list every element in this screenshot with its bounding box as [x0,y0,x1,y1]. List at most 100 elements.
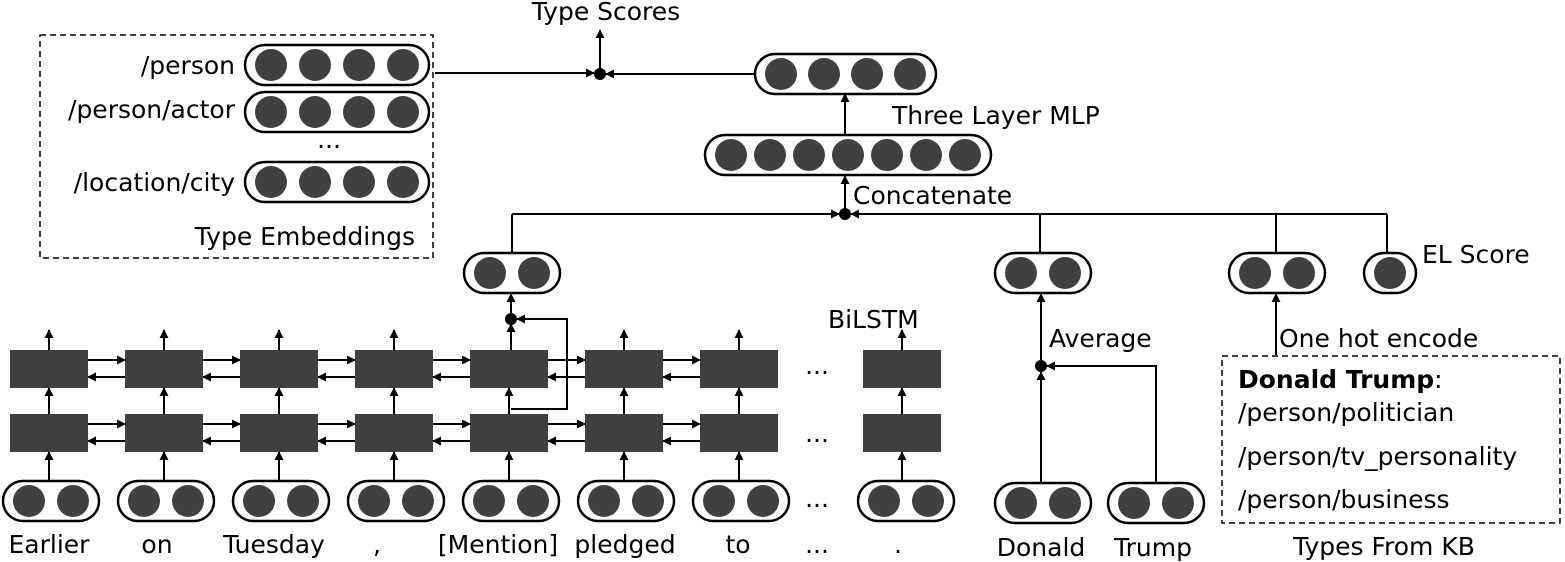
mlp-hidden-layer-unit [793,139,825,171]
token-period: . [894,530,902,559]
mention-token-trump: Trump [1113,533,1192,562]
type-label-person: /person [141,51,235,80]
concatenate-junction [839,208,851,220]
token-earlier: Earlier [9,530,91,559]
mlp-output-layer-unit [894,58,926,90]
word-embedding [231,479,331,523]
mlp-label: Three Layer MLP [891,101,1100,130]
token-tuesday: Tuesday [222,530,325,559]
word-embedding-unit [402,485,434,517]
actor-embedding-unit [387,96,419,128]
mlp-output-layer-border [753,52,938,96]
mention-average-vector [993,251,1093,295]
kb-type-vector [1227,251,1327,295]
one-hot-encode-label: One hot encode [1279,324,1478,353]
mlp-output-layer-unit [851,58,883,90]
mlp-hidden-layer-unit [949,139,981,171]
embedding-row-ellipsis: ... [805,484,829,513]
lstm-cell [125,350,203,388]
actor-embedding-unit [299,96,331,128]
kb-type-vector-unit [1239,257,1271,289]
actor-embedding-border [243,90,431,134]
lstm-row1-ellipsis: ... [805,351,829,380]
token-comma: , [373,530,381,559]
mlp-output-layer [753,52,938,96]
bilstm-layers [10,329,941,481]
donald-embedding-unit [1049,487,1081,519]
el-score-vector-unit [1374,257,1406,289]
trump-embedding-unit [1118,487,1150,519]
word-embedding-unit [912,485,944,517]
wires [435,29,1388,483]
lstm-cell [10,350,88,388]
actor-embedding-unit [343,96,375,128]
kb-type-politician: /person/politician [1238,398,1454,427]
word-embedding-unit [747,485,779,517]
word-embedding-unit [172,485,204,517]
kb-entity-name: Donald Trump [1238,365,1434,394]
mention-token-donald: Donald [997,533,1086,562]
kb-types-caption: Types From KB [1292,532,1475,561]
city-embedding-unit [299,166,331,198]
lstm-cell [470,350,548,388]
type-scores-title: Type Scores [531,0,680,26]
lstm-cell [700,414,778,452]
word-embedding [461,479,561,523]
trump-embedding [1106,481,1206,525]
word-embedding-unit [473,485,505,517]
mention-context-vector-unit [474,257,506,289]
lstm-cell [585,414,663,452]
word-embedding-unit [588,485,620,517]
word-embedding [856,479,956,523]
city-embedding-unit [343,166,375,198]
word-embedding [576,479,676,523]
person-embedding-unit [299,49,331,81]
token-pledged: pledged [574,530,675,559]
concatenate-label: Concatenate [853,181,1012,210]
junctions [505,68,1047,372]
lstm-row2-ellipsis: ... [805,419,829,448]
person-embedding-unit [387,49,419,81]
word-embedding [691,479,791,523]
bilstm-label: BiLSTM [828,305,919,334]
mention-context-vector-unit [518,257,550,289]
kb-entity-colon: : [1434,365,1442,394]
person-embedding-unit [255,49,287,81]
mlp-hidden-layer-unit [754,139,786,171]
mention-context-vector [462,251,562,295]
mlp-output-layer-unit [765,58,797,90]
word-embedding-unit [287,485,319,517]
el-score-vector [1362,251,1418,295]
person-embedding-unit [343,49,375,81]
mlp-hidden-layer [703,133,993,177]
actor-embedding-unit [255,96,287,128]
donald-embedding-unit [1005,487,1037,519]
word-embedding [1,479,101,523]
lstm-cell [700,350,778,388]
word-embedding [116,479,216,523]
word-embedding-unit [358,485,390,517]
actor-embedding [243,90,431,134]
kb-entity-line: Donald Trump: [1238,365,1443,394]
city-embedding-unit [387,166,419,198]
word-embedding-unit [128,485,160,517]
vector-groups [1,43,1418,525]
person-embedding-border [243,43,431,87]
mention-junction [505,313,517,325]
average-junction [1035,360,1047,372]
lstm-cell [863,350,941,388]
word-embedding-unit [703,485,735,517]
lstm-cell [863,414,941,452]
token-ellipsis: ... [805,530,829,559]
mlp-hidden-layer-unit [715,139,747,171]
word-embedding-unit [57,485,89,517]
token-on: on [141,530,172,559]
word-embedding-unit [13,485,45,517]
sentence-tokens: Earlier on Tuesday , [Mention] pledged t… [9,530,902,559]
token-to: to [725,530,750,559]
word-embedding-unit [632,485,664,517]
person-embedding [243,43,431,87]
lstm-cell [10,414,88,452]
lstm-cell [470,414,548,452]
word-embedding [346,479,446,523]
